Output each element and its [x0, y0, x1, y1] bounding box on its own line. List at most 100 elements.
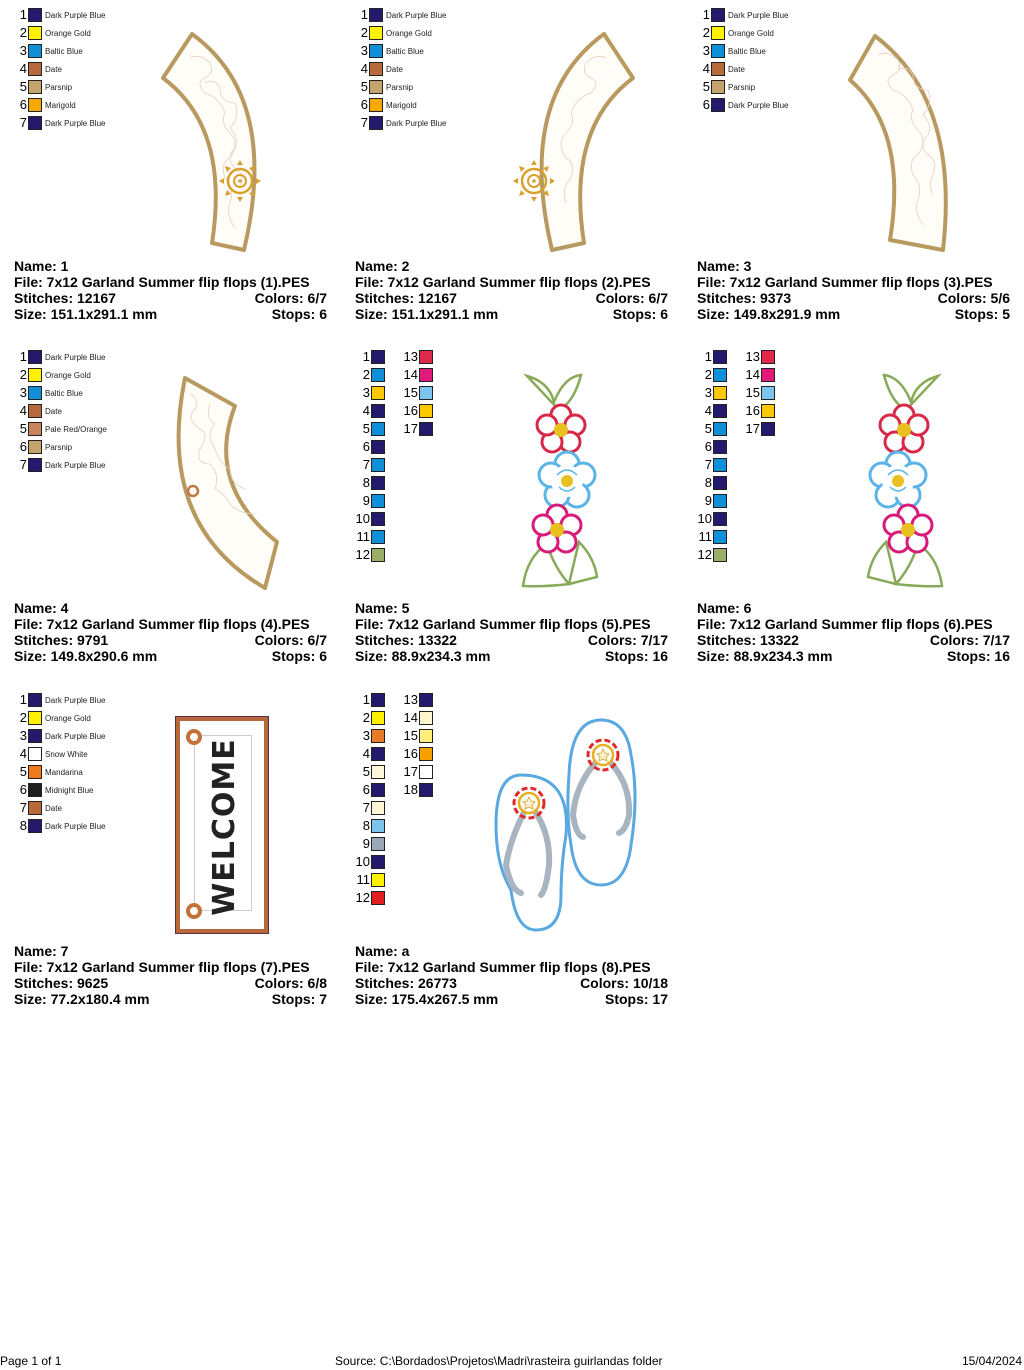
color-swatch [371, 873, 385, 887]
palette-number: 2 [362, 367, 370, 382]
color-swatch [371, 891, 385, 905]
info-row: Size: 151.1x291.1 mm Stops: 6 [14, 306, 327, 322]
color-swatch [28, 62, 42, 76]
design-name: Name: 3 [697, 258, 752, 274]
palette-color-name: Dark Purple Blue [45, 352, 106, 362]
palette-number: 1 [362, 692, 370, 707]
color-swatch [28, 765, 42, 779]
design-name: Name: 1 [14, 258, 69, 274]
palette-number: 9 [362, 493, 370, 508]
color-count: Colors: 6/7 [254, 632, 327, 648]
stitch-count: Stitches: 9373 [697, 290, 792, 306]
palette-entry: 5 [348, 763, 396, 781]
palette-color-name: Baltic Blue [45, 388, 83, 398]
color-swatch [28, 368, 42, 382]
design-name: Name: 4 [14, 600, 69, 616]
palette-entry: 13 [396, 691, 436, 709]
palette-number: 6 [702, 97, 710, 112]
color-swatch [419, 386, 433, 400]
stitch-count: Stitches: 12167 [355, 290, 457, 306]
color-swatch [419, 783, 433, 797]
color-swatch [28, 26, 42, 40]
color-swatch [713, 458, 727, 472]
palette-number: 5 [362, 421, 370, 436]
stop-count: Stops: 16 [946, 648, 1010, 664]
palette-entry: 8 [348, 817, 396, 835]
design-size: Size: 149.8x290.6 mm [14, 648, 158, 664]
palette-number: 8 [362, 818, 370, 833]
design-size: Size: 151.1x291.1 mm [355, 306, 499, 322]
palette-entry: 8 [348, 474, 396, 492]
palette-number: 8 [19, 818, 27, 833]
design-file: File: 7x12 Garland Summer flip flops (3)… [697, 274, 993, 290]
color-palette: 1 2 3 4 5 6 7 8 9 10 11 12 13 14 15 16 1… [348, 691, 436, 907]
color-swatch [28, 350, 42, 364]
color-swatch [419, 693, 433, 707]
palette-entry: 2 [348, 709, 396, 727]
palette-number: 2 [704, 367, 712, 382]
sun-icon [219, 160, 261, 202]
palette-number: 5 [19, 79, 27, 94]
color-swatch [28, 404, 42, 418]
palette-number: 9 [704, 493, 712, 508]
palette-number: 10 [697, 511, 712, 526]
palette-number: 3 [19, 43, 27, 58]
palette-entry: 9 [348, 835, 396, 853]
stop-count: Stops: 6 [271, 306, 327, 322]
design-size: Size: 88.9x234.3 mm [355, 648, 491, 664]
palette-color-name: Dark Purple Blue [386, 118, 447, 128]
palette-entry: 8 [690, 474, 738, 492]
color-swatch [419, 747, 433, 761]
palette-entry: 2 [348, 366, 396, 384]
palette-number: 13 [403, 349, 418, 364]
design-name: Name: a [355, 943, 410, 959]
palette-number: 4 [704, 403, 712, 418]
palette-color-name: Dark Purple Blue [45, 731, 106, 741]
color-swatch [711, 98, 725, 112]
color-swatch [419, 765, 433, 779]
palette-entry: 10 [348, 510, 396, 528]
stitch-count: Stitches: 9791 [14, 632, 109, 648]
palette-entry: 14 [396, 366, 436, 384]
palette-number: 7 [362, 800, 370, 815]
palette-number: 1 [19, 692, 27, 707]
flower-garland-mirrored-image [866, 373, 944, 588]
design-size: Size: 151.1x291.1 mm [14, 306, 158, 322]
palette-entry: 4 [348, 402, 396, 420]
palette-number: 2 [19, 367, 27, 382]
palette-number: 6 [360, 97, 368, 112]
color-count: Colors: 7/17 [587, 632, 668, 648]
palette-entry: 4 [348, 745, 396, 763]
grommet-icon [186, 729, 202, 745]
color-swatch [28, 422, 42, 436]
palette-number: 6 [19, 97, 27, 112]
palette-number: 17 [403, 764, 418, 779]
color-swatch [711, 8, 725, 22]
palette-number: 16 [745, 403, 760, 418]
color-count: Colors: 6/7 [254, 290, 327, 306]
welcome-text: WELCOME [207, 738, 242, 916]
color-swatch [28, 44, 42, 58]
design-info: Name: 1 File: 7x12 Garland Summer flip f… [14, 258, 327, 322]
palette-color-name: Dark Purple Blue [45, 460, 106, 470]
palette-number: 4 [19, 403, 27, 418]
palette-number: 1 [362, 349, 370, 364]
welcome-sign-image: WELCOME [175, 716, 269, 934]
color-swatch [371, 530, 385, 544]
design-size: Size: 77.2x180.4 mm [14, 991, 150, 1007]
color-swatch [419, 404, 433, 418]
palette-color-name: Dark Purple Blue [386, 10, 447, 20]
palette-entry: 1 [690, 348, 738, 366]
palette-entry: 5 [690, 420, 738, 438]
